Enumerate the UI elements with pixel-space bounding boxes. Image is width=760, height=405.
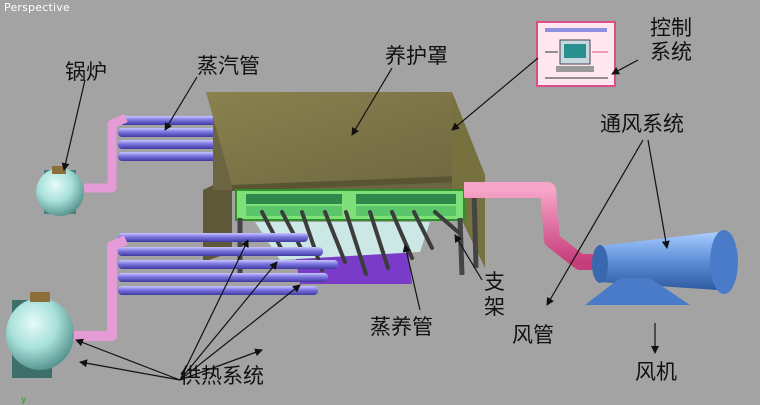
leader-lines <box>61 57 670 381</box>
viewport-label: Perspective <box>4 1 70 14</box>
upper-steam-pipes <box>118 116 218 161</box>
label-fan: 风机 <box>635 360 677 384</box>
control-panel <box>536 21 616 87</box>
axis-y-mark: y <box>21 395 27 405</box>
lower-heating-pipes <box>118 233 338 295</box>
upper-riser-pipe <box>84 113 128 193</box>
steam-curing-pipes <box>260 210 460 276</box>
upper-boiler-tank <box>36 166 84 216</box>
label-ventilation-system: 通风系统 <box>600 112 684 136</box>
lower-boiler-tank <box>6 292 74 378</box>
label-curing-cover: 养护罩 <box>385 44 448 68</box>
label-steam-curing-pipe: 蒸养管 <box>370 315 433 339</box>
air-duct <box>464 182 606 270</box>
label-boiler: 锅炉 <box>65 60 107 84</box>
label-heating-system: 供热系统 <box>180 364 264 388</box>
lower-riser-pipe <box>72 235 128 341</box>
fan-unit <box>585 230 738 305</box>
label-control-system: 控制系统 <box>650 16 692 65</box>
label-steam-pipe: 蒸汽管 <box>197 54 260 78</box>
label-support-frame: 支架 <box>484 270 505 320</box>
label-air-duct: 风管 <box>512 323 554 347</box>
